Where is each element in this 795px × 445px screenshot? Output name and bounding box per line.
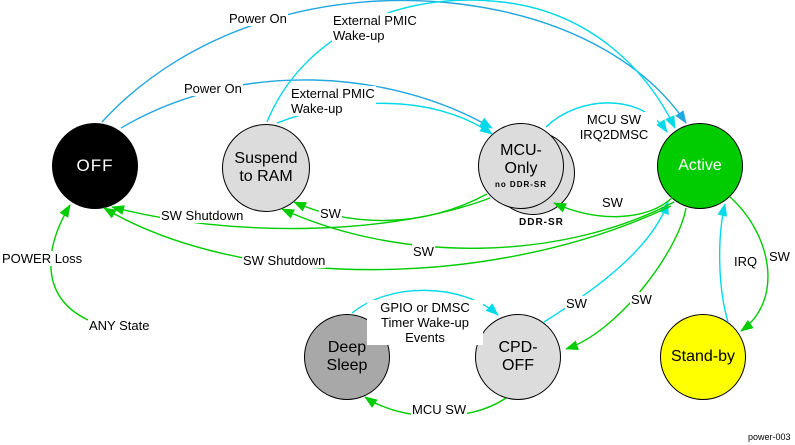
- edge-label-sw-shutdown-1: SW Shutdown: [160, 208, 245, 223]
- node-mcu-sublabel: no DDR-SR: [494, 180, 548, 189]
- edge-gpio-wakeup-deep-to-cpd: [351, 289, 499, 316]
- node-deep-line2: Sleep: [326, 357, 368, 374]
- edge-label-mcu-sw-irq2dmsc: MCU SW IRQ2DMSC: [571, 112, 657, 142]
- edge-label-sw-active-suspend: SW: [412, 244, 435, 259]
- edge-label-sw-active-standby: SW: [768, 249, 791, 264]
- edge-label-mcu-sw: MCU SW: [411, 402, 468, 417]
- node-mcu-line1: MCU-: [500, 142, 542, 159]
- edge-irq-standby-to-active: [717, 203, 729, 323]
- edge-label-power-on-top: Power On: [228, 11, 288, 26]
- node-deep-sleep: Deep Sleep: [304, 314, 390, 400]
- edge-label-sw-shutdown-2: SW Shutdown: [242, 253, 327, 268]
- node-cpd-line1: CPD-: [498, 339, 538, 356]
- edge-label-ddr-sr: DDR-SR: [519, 217, 564, 228]
- node-mcu-line2: Only: [504, 160, 538, 177]
- node-cpd-line2: OFF: [502, 357, 534, 374]
- figure-id: power-003: [748, 432, 791, 442]
- edge-sw-active-to-standby: [729, 196, 769, 332]
- edge-label-sw-active-cpd: SW: [630, 292, 653, 307]
- edge-label-gpio-wakeup: GPIO or DMSC Timer Wake-up Events: [367, 300, 483, 345]
- node-mcu-only: MCU- Only no DDR-SR: [478, 123, 564, 209]
- node-standby: Stand-by: [660, 314, 746, 400]
- node-standby-label: Stand-by: [670, 348, 736, 365]
- edge-label-power-on-mid: Power On: [183, 81, 243, 96]
- edge-ext-pmic-suspend-to-active: [266, 0, 676, 129]
- edge-label-any-state: ANY State: [88, 318, 151, 333]
- edge-label-power-loss: POWER Loss: [1, 251, 84, 266]
- node-suspend-line1: Suspend: [234, 150, 298, 167]
- edge-label-sw-mcu-suspend: SW: [319, 206, 342, 221]
- node-deep-line1: Deep: [327, 339, 367, 356]
- edge-label-sw-cpd-active: SW: [565, 296, 588, 311]
- node-cpd-off: CPD- OFF: [475, 314, 561, 400]
- edge-power-on-off-to-mcu: [120, 79, 493, 129]
- edge-sw-mcu-to-suspend: [293, 193, 488, 222]
- node-off-label: OFF: [76, 156, 114, 175]
- edge-label-ext-pmic-mid: External PMIC Wake-up: [290, 86, 376, 116]
- edge-sw-active-to-cpd: [565, 207, 687, 351]
- edge-label-irq: IRQ: [733, 254, 759, 269]
- node-active-label: Active: [678, 157, 722, 174]
- edge-label-ext-pmic-top: External PMIC Wake-up: [332, 13, 418, 43]
- node-active: Active: [657, 123, 743, 209]
- node-suspend-line2: to RAM: [239, 168, 293, 185]
- edge-sw-cpd-to-active: [543, 201, 669, 323]
- edge-sw-shutdown-active-to-off: [103, 205, 672, 271]
- node-suspend-to-ram: Suspend to RAM: [222, 124, 310, 212]
- edge-sw-active-to-suspend: [281, 201, 675, 249]
- edge-label-sw-active-mcu: SW: [601, 195, 624, 210]
- node-off: OFF: [52, 123, 138, 209]
- edge-sw-active-to-mcu-ddr-sr: [553, 196, 674, 218]
- edge-power-loss-any-state-to-off: [50, 204, 89, 321]
